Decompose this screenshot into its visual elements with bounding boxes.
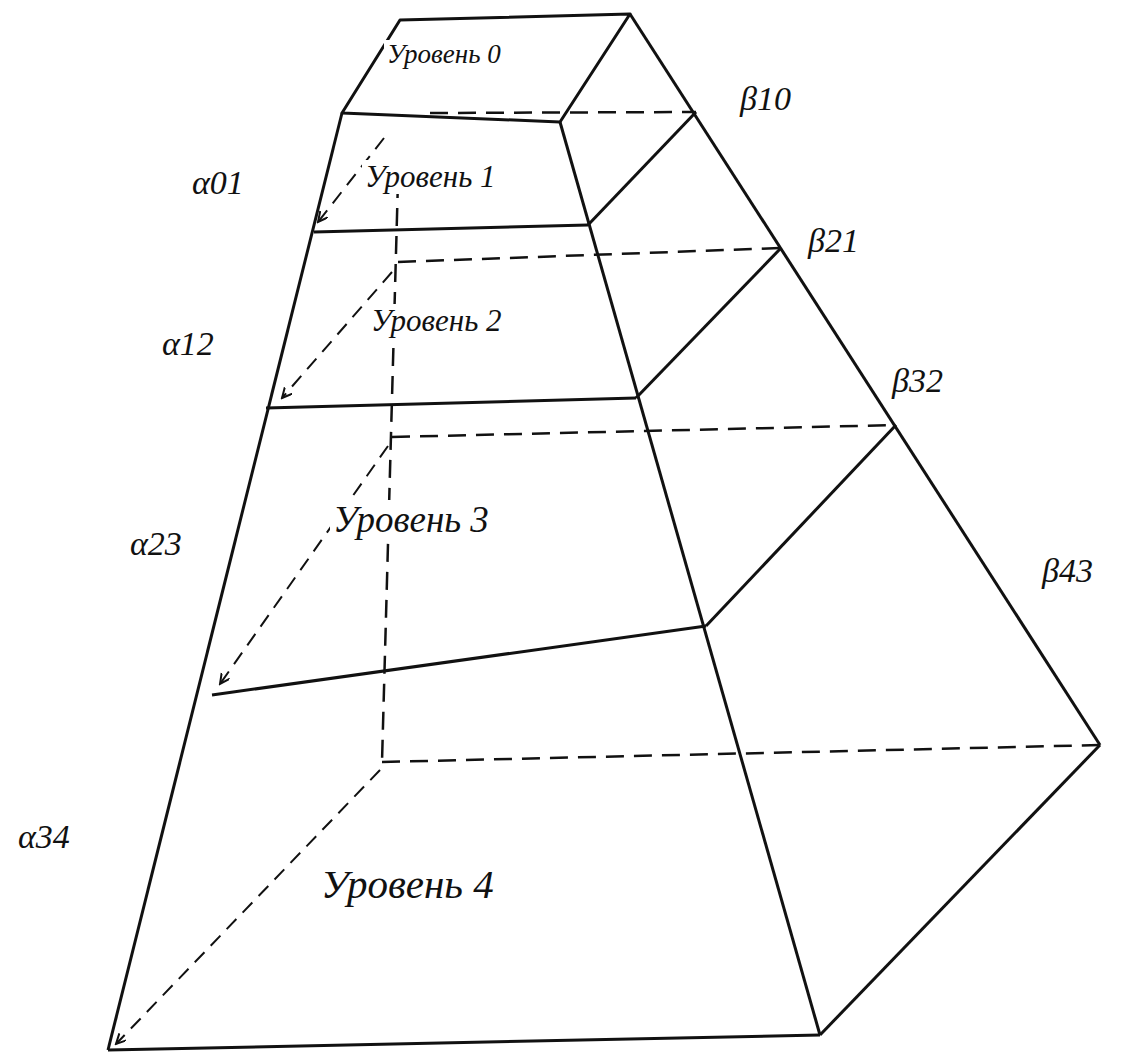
level-band: Уровень 3 [330, 500, 492, 541]
level-name: Уровень 2 [368, 304, 505, 338]
level-name: Уровень 4 [318, 862, 497, 907]
level-name: Уровень 0 [384, 40, 504, 70]
level-band: Уровень 1 [362, 160, 499, 194]
level-band: Уровень 2 [368, 304, 505, 338]
coefficient-label: β43 [1040, 552, 1095, 589]
coefficient-label: α12 [160, 325, 216, 362]
level-name: Уровень 1 [362, 160, 499, 194]
coefficient-label: α34 [16, 818, 72, 855]
level-band: Уровень 0 [384, 40, 504, 70]
coefficient-label: α01 [190, 164, 246, 201]
coefficient-label: β10 [738, 80, 793, 117]
coefficient-label: α23 [128, 525, 184, 562]
level-name: Уровень 3 [330, 500, 492, 541]
coefficient-label: β32 [890, 362, 945, 399]
level-band: Уровень 4 [318, 862, 497, 907]
coefficient-label: β21 [806, 222, 861, 259]
